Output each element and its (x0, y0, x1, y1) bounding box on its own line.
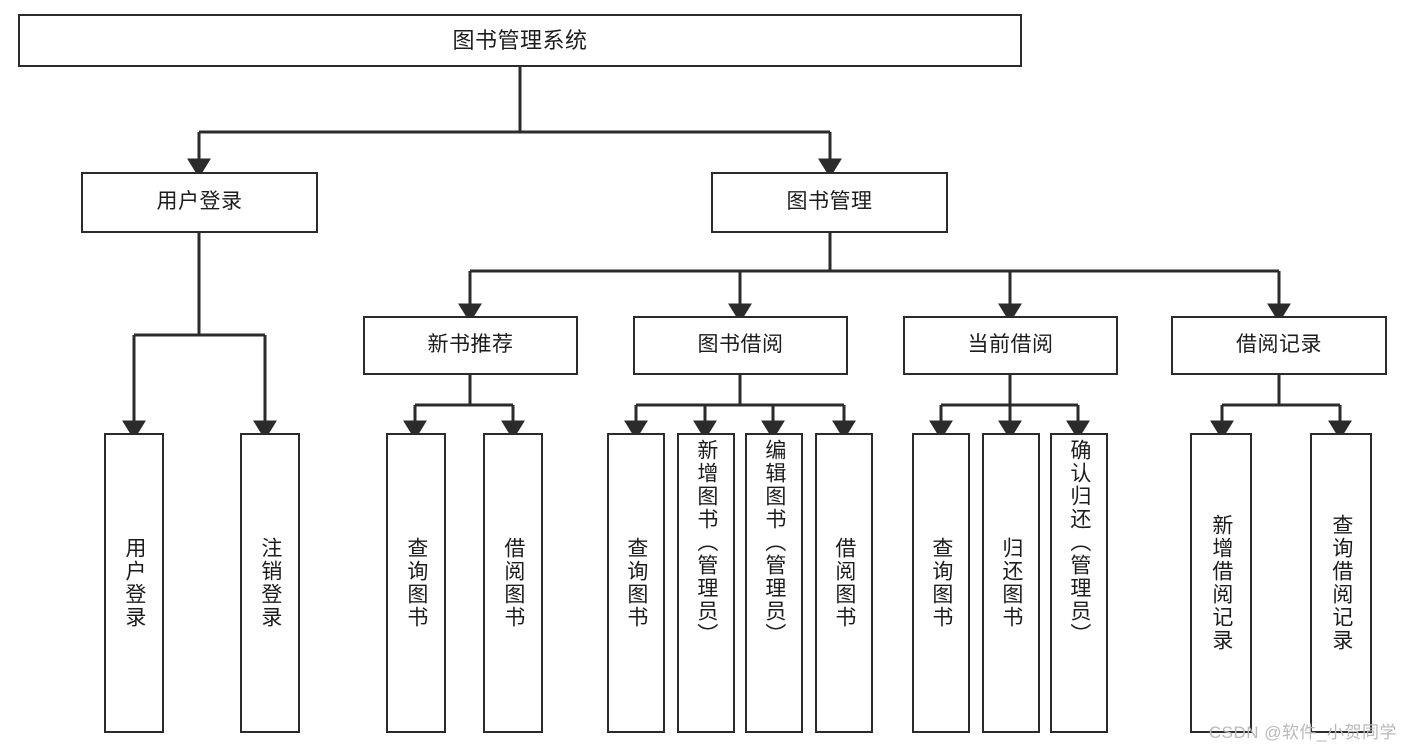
leaf-borrow-edit-book-admin[interactable]: 编辑图书（管理员） (745, 433, 803, 733)
node-label: 查询图书 (929, 537, 953, 629)
csdn-watermark: CSDN @软件_小贺同学 (1208, 723, 1397, 742)
leaf-recommend-borrow-book[interactable]: 借阅图书 (483, 433, 543, 733)
leaf-borrow-add-book-admin[interactable]: 新增图书（管理员） (677, 433, 735, 733)
node-new-book-recommend[interactable]: 新书推荐 (363, 316, 578, 375)
node-label: 确认归还（管理员） (1067, 439, 1091, 646)
node-label: 编辑图书（管理员） (762, 439, 786, 646)
node-user-login[interactable]: 用户登录 (81, 172, 318, 233)
leaf-recommend-query-book[interactable]: 查询图书 (386, 433, 446, 733)
node-label: 借阅记录 (1236, 333, 1322, 357)
node-borrow-record[interactable]: 借阅记录 (1171, 316, 1387, 375)
leaf-current-return-book[interactable]: 归还图书 (982, 433, 1040, 733)
node-label: 查询图书 (404, 537, 428, 629)
node-label: 新增图书（管理员） (694, 439, 718, 646)
node-label: 借阅图书 (501, 537, 525, 629)
leaf-borrow-borrow-book[interactable]: 借阅图书 (815, 433, 873, 733)
node-label: 新书推荐 (427, 333, 514, 357)
node-label: 借阅图书 (832, 537, 856, 629)
node-label: 图书管理系统 (452, 27, 588, 53)
node-current-borrow[interactable]: 当前借阅 (903, 316, 1118, 375)
leaf-record-add-record[interactable]: 新增借阅记录 (1190, 433, 1252, 733)
node-label: 用户登录 (156, 190, 243, 214)
node-label: 查询借阅记录 (1329, 514, 1353, 652)
node-book-management[interactable]: 图书管理 (711, 172, 948, 233)
node-label: 新增借阅记录 (1209, 514, 1233, 652)
leaf-borrow-query-book[interactable]: 查询图书 (607, 433, 665, 733)
node-book-borrow[interactable]: 图书借阅 (633, 316, 848, 375)
leaf-current-query-book[interactable]: 查询图书 (912, 433, 970, 733)
leaf-current-confirm-return-admin[interactable]: 确认归还（管理员） (1050, 433, 1108, 733)
node-label: 注销登录 (258, 537, 282, 629)
node-label: 图书借阅 (697, 333, 784, 357)
node-label: 用户登录 (122, 537, 146, 629)
node-book-management-system[interactable]: 图书管理系统 (18, 14, 1022, 67)
node-label: 当前借阅 (967, 333, 1054, 357)
leaf-user-login[interactable]: 用户登录 (104, 433, 164, 733)
node-label: 归还图书 (999, 537, 1023, 629)
leaf-user-logout[interactable]: 注销登录 (240, 433, 300, 733)
node-label: 查询图书 (624, 537, 648, 629)
node-label: 图书管理 (786, 190, 873, 214)
leaf-record-query-record[interactable]: 查询借阅记录 (1310, 433, 1372, 733)
